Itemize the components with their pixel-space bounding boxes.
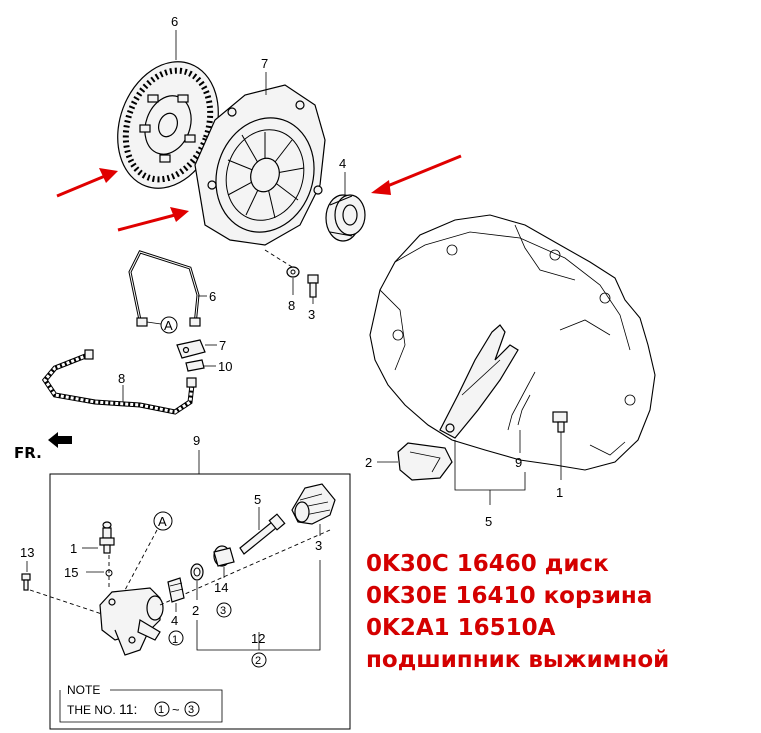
part-description-bearing: подшипник выжимной — [366, 647, 670, 673]
bleeder-screw — [99, 521, 115, 554]
callout-cylinder-assembly: 9 — [193, 433, 200, 448]
note-range-end: 3 — [188, 704, 194, 716]
callout-piston: 4 — [171, 613, 178, 628]
transaxle-housing — [369, 214, 656, 471]
front-direction-indicator: FR. — [14, 432, 72, 462]
cup-seal — [190, 563, 204, 581]
release-cylinder-body — [99, 587, 164, 656]
highlight-arrow-disc — [56, 168, 118, 198]
callout-bracket: 7 — [219, 338, 226, 353]
callout-bearing: 4 — [339, 156, 346, 171]
note-box: NOTE THE NO. 11: 1 ~ 3 — [59, 683, 223, 723]
callout-fork-assembly: 5 — [485, 514, 492, 529]
part-number-bearing: 0K2A1 16510A — [366, 615, 556, 641]
part-number-list: 0K30C 16460 диск 0K30E 16410 корзина 0K2… — [366, 548, 758, 676]
piston-seal-14 — [213, 545, 235, 567]
note-number: 11: — [119, 701, 137, 717]
callout-ball-a-detail: A — [158, 514, 167, 529]
highlight-arrow-bearing — [371, 154, 462, 195]
washer — [286, 266, 300, 278]
clutch-disc — [117, 61, 219, 189]
push-rod — [239, 513, 286, 555]
callout-washer: 8 — [288, 298, 295, 313]
dust-boot — [291, 483, 336, 525]
callout-ball-detail: 15 — [64, 565, 78, 580]
callout-bleeder: 1 — [70, 541, 77, 556]
callout-disc: 6 — [171, 14, 178, 29]
note-range-sep: ~ — [172, 702, 180, 717]
callout-pipe: 6 — [209, 289, 216, 304]
note-text-prefix: THE NO. — [67, 703, 116, 717]
callout-kit-circle: 2 — [255, 655, 261, 667]
clip — [185, 359, 205, 372]
fork-boot — [397, 442, 453, 481]
callout-bolt-13: 13 — [20, 545, 34, 560]
release-cylinder-detail-box — [49, 473, 351, 730]
callout-piston-circle: 1 — [172, 634, 178, 646]
callout-seal: 2 — [192, 603, 199, 618]
callout-cover: 7 — [261, 56, 268, 71]
callout-push-rod: 5 — [254, 492, 261, 507]
clutch-hose — [41, 349, 197, 415]
part-number-disc: 0K30C 16460 диск — [366, 551, 609, 577]
callout-clip: 10 — [218, 359, 232, 374]
release-bearing — [325, 194, 366, 242]
callout-ball-a: A — [164, 318, 173, 333]
callout-kit: 12 — [251, 631, 265, 646]
callout-seal-14-circle: 3 — [220, 605, 226, 617]
callout-sensor: 1 — [556, 485, 563, 500]
front-label: FR. — [14, 444, 42, 462]
release-fork — [439, 324, 519, 439]
clutch-pipe — [128, 250, 201, 327]
highlight-arrow-cover — [117, 207, 189, 232]
callout-hose: 8 — [118, 371, 125, 386]
callout-bolt: 3 — [308, 307, 315, 322]
cylinder-piston — [167, 577, 185, 603]
note-title: NOTE — [67, 683, 100, 697]
callout-seal-14: 14 — [214, 580, 228, 595]
callout-fork: 9 — [515, 455, 522, 470]
front-arrow-icon — [48, 432, 72, 448]
switch-sensor — [552, 411, 568, 433]
bolt-13 — [21, 573, 31, 591]
part-number-cover: 0K30E 16410 корзина — [366, 583, 653, 609]
bracket — [176, 339, 206, 359]
note-range-start: 1 — [158, 704, 164, 716]
bolt — [307, 274, 319, 298]
callout-boot: 2 — [365, 455, 372, 470]
callout-dust-boot: 3 — [315, 538, 322, 553]
pressure-plate — [194, 84, 326, 246]
fork-spring — [507, 371, 536, 431]
